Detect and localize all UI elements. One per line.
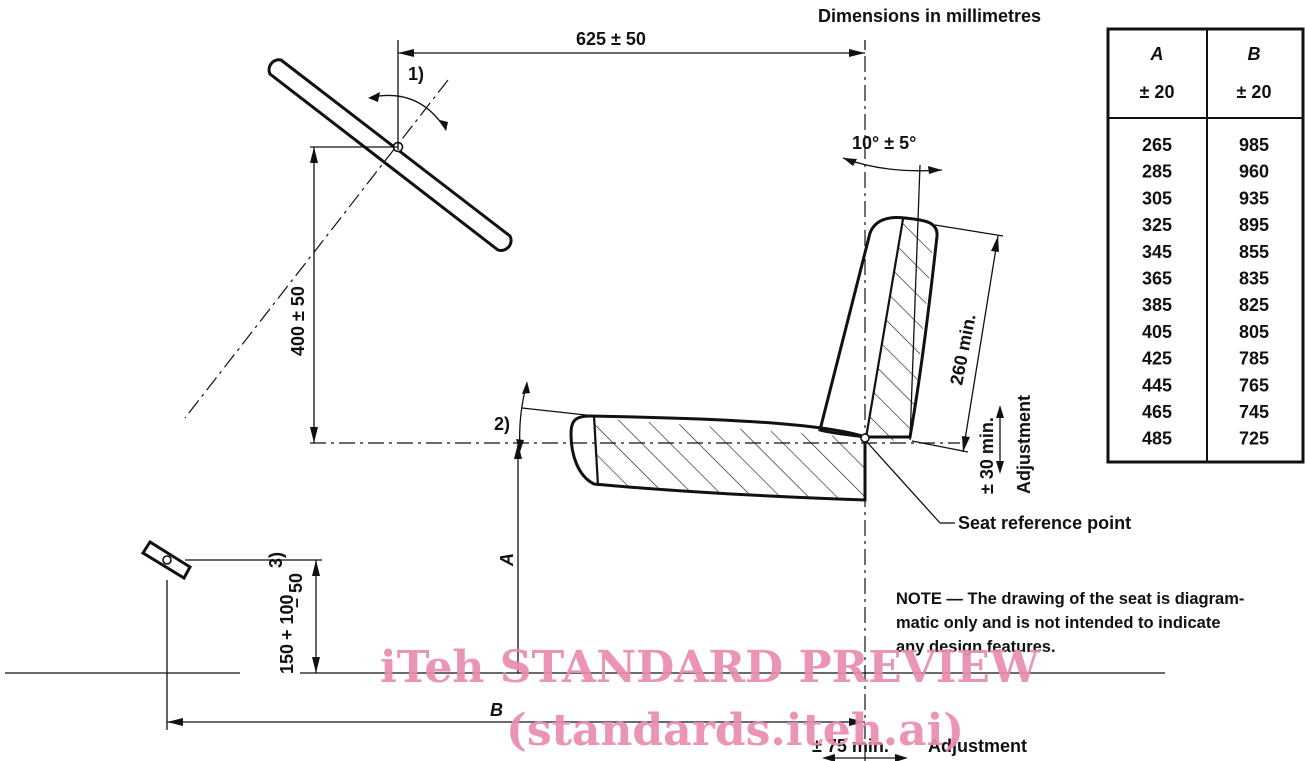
footnote-1: 1): [408, 64, 424, 84]
pedal-height-note: 3): [266, 552, 286, 568]
table-cell: 935: [1239, 188, 1269, 208]
vertical-adjust-word: Adjustment: [1014, 395, 1034, 494]
table-cell: 725: [1239, 429, 1269, 449]
table-cell: 785: [1239, 349, 1269, 369]
leader-line: [865, 440, 941, 524]
table-cell: 345: [1142, 242, 1172, 262]
table-header-a-tol: ± 20: [1140, 82, 1175, 102]
angle-arc-1: [371, 94, 447, 131]
backrest-angle-line: [909, 164, 921, 441]
table-cell: 405: [1142, 322, 1172, 342]
seat-cushion: [569, 414, 867, 502]
backrest-length: 260 min.: [946, 312, 979, 387]
horizontal-adjust: ± 75 min.: [812, 736, 889, 756]
table-cell: 445: [1142, 375, 1172, 395]
table-cell: 765: [1239, 375, 1269, 395]
units-note: Dimensions in millimetres: [818, 6, 1041, 26]
table-body: 265 985 285 960 305 935 325 895 345 855 365 835 385 8…: [1142, 135, 1269, 449]
pedal-height-plus: + 100: [277, 594, 297, 640]
table-cell: 365: [1142, 269, 1172, 289]
backrest-angle-arc: [842, 157, 943, 172]
table-cell: 285: [1142, 162, 1172, 182]
table-cell: 835: [1239, 269, 1269, 289]
table-header-b: B: [1248, 44, 1261, 64]
table-cell: 385: [1142, 295, 1172, 315]
table-cell: 485: [1142, 429, 1172, 449]
watermark-line-1: iTeh STANDARD PREVIEW: [380, 642, 1040, 693]
dimension-line-260: [962, 235, 999, 453]
horizontal-adjust-word: Adjustment: [928, 736, 1027, 756]
pedal-height-minus: – 50: [286, 573, 306, 608]
dimension-table: A ± 20 B ± 20 265 985 285 960 305 935 325 895 34…: [1106, 27, 1305, 464]
seat-angle-line: [521, 407, 596, 417]
table-header-a: A: [1150, 44, 1164, 64]
seat-reference-point-label: Seat reference point: [958, 513, 1131, 533]
note-line-1: NOTE — The drawing of the seat is diagra…: [896, 590, 1244, 608]
table-cell: 465: [1142, 402, 1172, 422]
table-header-b-tol: ± 20: [1237, 82, 1272, 102]
seat-reference-point-marker: [860, 433, 870, 443]
table-cell: 425: [1142, 349, 1172, 369]
table-cell: 265: [1142, 135, 1172, 155]
table-cell: 745: [1239, 402, 1269, 422]
vertical-adjust: ± 30 min.: [977, 417, 997, 494]
extension-line: [911, 440, 969, 453]
dim-625: 625 ± 50: [576, 29, 646, 49]
label-a: A: [497, 553, 517, 567]
pedal: [140, 539, 192, 581]
seat-backrest: [818, 216, 939, 442]
table-cell: 825: [1239, 295, 1269, 315]
table-cell: 805: [1239, 322, 1269, 342]
extension-line: [934, 224, 1004, 237]
note-line-2: matic only and is not intended to indica…: [896, 614, 1221, 632]
table-cell: 895: [1239, 215, 1269, 235]
footnote-2: 2): [494, 414, 510, 434]
table-cell: 325: [1142, 215, 1172, 235]
pedal-height-base: 150: [277, 644, 297, 674]
table-cell: 855: [1239, 242, 1269, 262]
watermark-line-2: (standards.iteh.ai): [506, 705, 964, 756]
backrest-angle: 10° ± 5°: [852, 133, 916, 153]
dim-400: 400 ± 50: [288, 286, 308, 356]
steering-axis-line: [184, 79, 449, 419]
table-cell: 985: [1239, 135, 1269, 155]
table-cell: 960: [1239, 162, 1269, 182]
note-line-3: any design features.: [896, 638, 1056, 656]
table-cell: 305: [1142, 188, 1172, 208]
label-b: B: [490, 700, 503, 720]
